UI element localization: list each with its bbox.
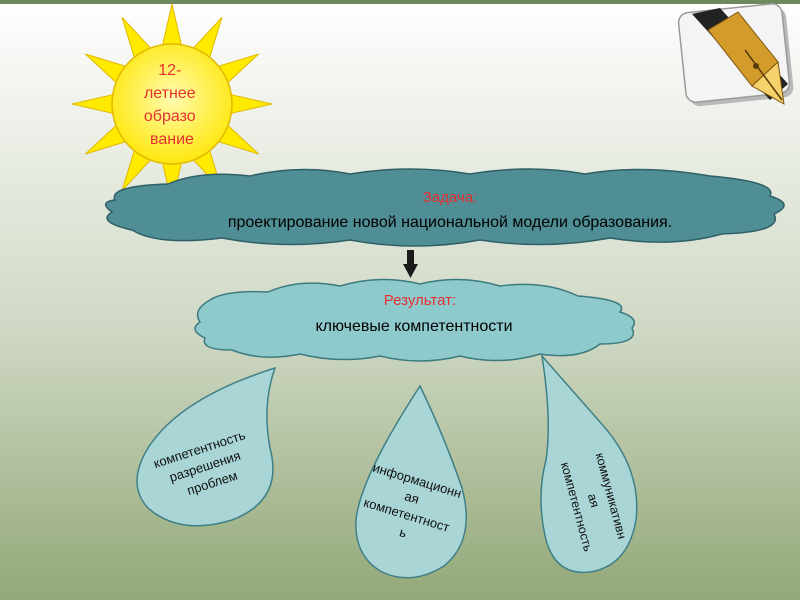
competence-drop-information: информационн ая компетентност ь (355, 384, 468, 579)
result-text: ключевые компетентности (315, 318, 512, 335)
top-border (0, 0, 800, 4)
competence-drop-problem-solving: компетентность разрешения проблем (136, 366, 277, 527)
competence-drop-communication: коммуникативн ая компетентность (540, 353, 638, 574)
result-heading: Результат: (384, 292, 456, 309)
sun-label: 12- летнее образо вание (144, 62, 200, 148)
down-arrow-icon (403, 250, 418, 278)
sun-core (111, 43, 233, 165)
pen-nib-icon (677, 3, 794, 107)
task-cloud: Задача: проектирование новой национально… (105, 168, 785, 247)
task-heading: Задача: (423, 189, 478, 206)
result-cloud: Результат: ключевые компетентности (194, 278, 635, 362)
task-text: проектирование новой национальной модели… (228, 214, 672, 231)
